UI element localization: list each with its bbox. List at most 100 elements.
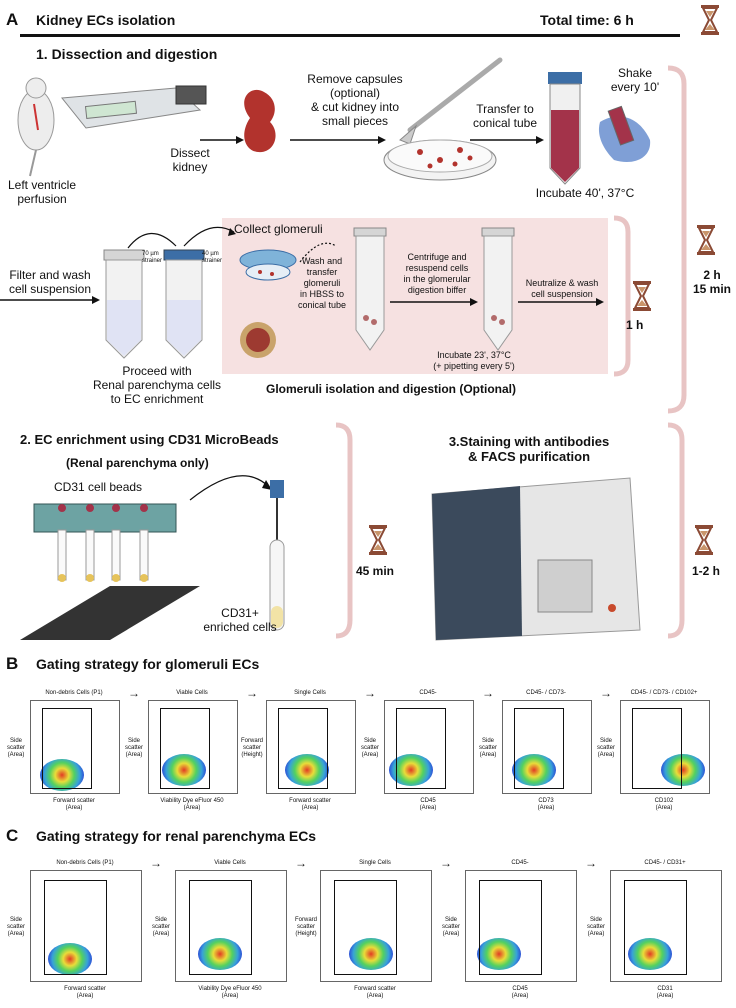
y-axis-label: Forward scatter (Height) — [294, 917, 317, 937]
x-axis-label: Forward scatter (Area) — [289, 798, 331, 811]
facs-sorter-icon — [431, 477, 641, 641]
plot-area — [148, 700, 238, 794]
glomeruli-section-title: Glomeruli isolation and digestion (Optio… — [266, 382, 517, 396]
centrifuge-label: Centrifuge and resuspend cells in the gl… — [403, 252, 471, 295]
arrow-icon: → — [364, 686, 376, 700]
perfusion-label: Left ventricle perfusion — [7, 178, 77, 206]
arrow-icon: → — [585, 856, 597, 870]
scalpel-icon — [399, 57, 503, 145]
y-axis-label: Side scatter (Area) — [478, 738, 497, 758]
panel-b-title: Gating strategy for glomeruli ECs — [36, 656, 260, 672]
density-cluster — [660, 754, 705, 786]
gate-outline — [624, 879, 687, 976]
wash-transfer-label: Wash and transfer glomeruli in HBSS to c… — [297, 256, 347, 310]
density-cluster — [389, 754, 434, 786]
arrow-icon: → — [150, 856, 162, 870]
kidney-icon — [244, 89, 276, 153]
glomerulus-icon — [240, 322, 276, 358]
plot-title: Non-debris Cells (P1) — [45, 690, 103, 696]
time-1h: 1 h — [626, 318, 644, 332]
petri-dish-icon — [383, 139, 497, 181]
plot-area — [175, 870, 287, 982]
plot-area — [502, 700, 592, 794]
x-axis-label: CD45 (Area) — [511, 986, 529, 999]
panel-a-letter: A — [6, 10, 19, 29]
strainer-40-label: 40 µm strainer — [202, 251, 223, 264]
mouse-icon — [17, 77, 55, 177]
remove-capsules-label: Remove capsules (optional) & cut kidney … — [307, 72, 403, 128]
y-axis-label: Forward scatter (Height) — [240, 738, 263, 758]
neutralize-label: Neutralize & wash cell suspension — [525, 278, 599, 299]
conical-tube-70um — [103, 249, 145, 359]
plot-area — [30, 870, 142, 982]
gate-outline — [513, 708, 564, 789]
glomeruli-box — [222, 218, 608, 374]
hourglass-icon-12h — [694, 524, 714, 556]
gate-outline — [479, 879, 542, 976]
incubate1-label: Incubate 40', 37°C — [535, 186, 635, 200]
hourglass-icon-1h — [632, 280, 652, 312]
transfer-label: Transfer to conical tube — [472, 102, 538, 130]
plot-title: CD45- / CD73- / CD102+ — [630, 690, 698, 696]
time-2h15: 2 h 15 min — [692, 268, 731, 296]
gate-outline — [395, 708, 446, 789]
gate-outline — [334, 879, 397, 976]
step1-title: 1. Dissection and digestion — [36, 46, 218, 62]
plot-area — [465, 870, 577, 982]
density-cluster — [39, 758, 84, 791]
x-axis-label: Forward scatter (Area) — [354, 986, 396, 999]
x-axis-label: CD45 (Area) — [419, 798, 437, 811]
proceed-label: Proceed with Renal parenchyma cells to E… — [92, 364, 222, 406]
plot-title: Single Cells — [294, 690, 326, 696]
y-axis-label: Side scatter (Area) — [441, 917, 460, 937]
y-axis-label: Side scatter (Area) — [151, 917, 170, 937]
density-cluster — [477, 937, 521, 970]
timeline-bracket-2h — [667, 65, 687, 414]
header-rule — [20, 34, 680, 37]
density-cluster — [627, 937, 672, 970]
hourglass-icon-45min — [368, 524, 388, 556]
gate-outline — [631, 708, 682, 789]
x-axis-label: CD102 (Area) — [654, 798, 674, 811]
enriched-tube-icon — [269, 480, 285, 631]
x-axis-label: Viability Dye eFluor 450 (Area) — [198, 986, 262, 999]
total-time: Total time: 6 h — [540, 12, 634, 28]
filter-label: Filter and wash cell suspension — [8, 268, 92, 296]
time-1-2h: 1-2 h — [692, 564, 721, 578]
gate-outline — [41, 708, 92, 789]
plot-area — [320, 870, 432, 982]
plot-area — [610, 870, 722, 982]
y-axis-label: Side scatter (Area) — [586, 917, 605, 937]
hourglass-icon-total — [700, 4, 720, 36]
gate-outline — [159, 708, 210, 789]
y-axis-label: Side scatter (Area) — [6, 917, 25, 937]
y-axis-label: Side scatter (Area) — [124, 738, 143, 758]
plot-area — [620, 700, 710, 794]
arrow-icon: → — [482, 686, 494, 700]
y-axis-label: Side scatter (Area) — [360, 738, 379, 758]
panel-b-letter: B — [6, 654, 19, 673]
x-axis-label: Viability Dye eFluor 450 (Area) — [160, 798, 224, 811]
arrow-icon: → — [128, 686, 140, 700]
panel-c-title: Gating strategy for renal parenchyma ECs — [36, 828, 317, 844]
plot-title: Viable Cells — [176, 690, 208, 696]
plot-title: Single Cells — [359, 860, 391, 866]
density-cluster — [47, 943, 92, 975]
plot-area — [384, 700, 474, 794]
step2-subtitle: (Renal parenchyma only) — [66, 456, 209, 470]
panel-a-title: Kidney ECs isolation — [36, 12, 176, 28]
conical-tube-40um — [163, 249, 205, 359]
magnetic-separator-icon — [20, 503, 200, 640]
timeline-bracket-45min — [335, 422, 353, 639]
x-axis-label: Forward scatter (Area) — [64, 986, 106, 999]
gate-outline — [44, 879, 107, 976]
gate-outline — [277, 708, 328, 789]
enriched-cells-label: CD31+ enriched cells — [203, 606, 277, 634]
plot-title: Viable Cells — [214, 860, 246, 866]
cell-strainer-icon — [239, 249, 297, 281]
dissect-label: Dissect kidney — [170, 146, 210, 174]
arrow-icon: → — [295, 856, 307, 870]
panel-c-letter: C — [6, 826, 19, 845]
cd31-beads-label: CD31 cell beads — [54, 480, 143, 494]
plot-area — [30, 700, 120, 794]
